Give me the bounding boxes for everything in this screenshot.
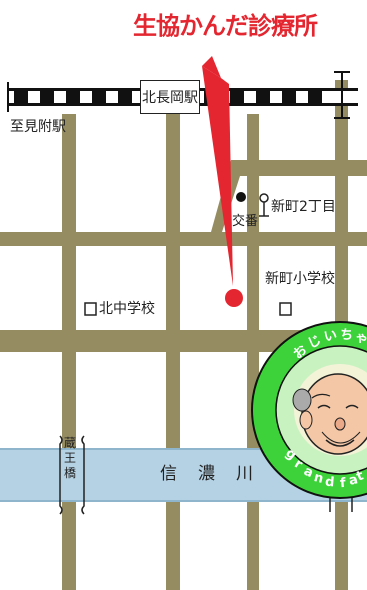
road-horizontal-south [0,330,367,352]
location-pointer-tail [202,56,221,78]
grandfather-badge [251,321,367,499]
to-station-label: 至見附駅 [10,119,66,135]
badge-bottom-char-5: d [324,474,335,491]
clinic-location-marker [225,289,243,307]
map-title: 生協かんだ診療所 [133,12,318,40]
river-char-3: 川 [236,464,253,484]
school-west-label: 北中学校 [99,301,155,317]
koban-marker [236,192,246,202]
badge-top-char-3: い [322,327,339,346]
bridge-west [59,435,85,515]
bus-stop-label: 新町2丁目 [271,199,336,215]
school-east-marker [279,302,292,316]
bus-stop-icon [259,193,269,217]
school-west-marker [84,302,97,316]
school-east-label: 新町小学校 [265,271,335,287]
road-diagonal [211,160,367,232]
station-box: 北長岡駅 [140,80,200,114]
badge-top-char-4: ち [339,327,354,344]
badge-bottom-char-7: f [339,475,347,492]
badge-top-char-5: ゃ [353,329,367,348]
river-edge-north [0,448,367,450]
koban-label: 交番 [232,214,259,229]
bridge-label: 蔵王橋 [64,436,77,480]
location-pointer [202,66,233,286]
river-char-1: 信 [160,464,177,484]
river-edge-south [0,500,367,502]
road-horizontal-north [0,232,367,246]
river-char-2: 濃 [198,464,215,484]
station-name: 北長岡駅 [142,90,198,106]
grandfather-face [292,373,367,455]
